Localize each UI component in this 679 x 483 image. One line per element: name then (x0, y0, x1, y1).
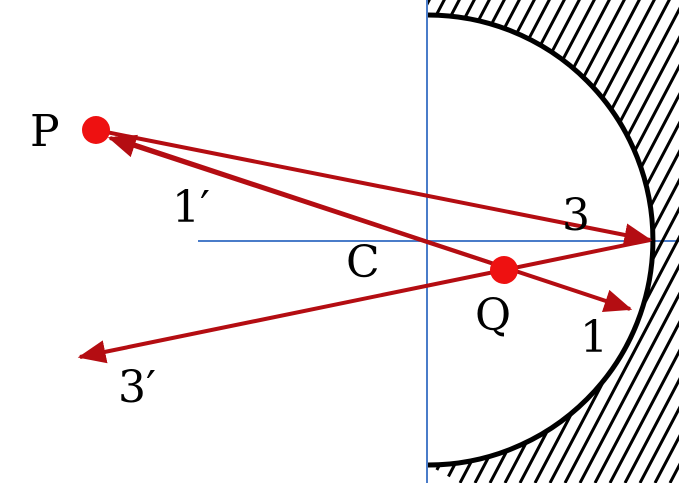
image-point-q (490, 256, 518, 284)
label-p: P (30, 106, 60, 157)
label-ray-3-incident: 3 (562, 190, 590, 241)
label-ray-3-reflected: 3′ (118, 362, 156, 413)
concave-mirror (427, 12, 656, 468)
label-ray-1-reflected: 1′ (172, 182, 210, 233)
label-ray-1-incident: 1 (580, 312, 608, 363)
label-c: C (346, 237, 380, 288)
ray-3-reflected (77, 238, 651, 364)
ray-3-incident (95, 128, 653, 247)
label-q: Q (475, 290, 511, 341)
object-point-p (82, 116, 110, 144)
ray-1-reflected (107, 134, 501, 268)
